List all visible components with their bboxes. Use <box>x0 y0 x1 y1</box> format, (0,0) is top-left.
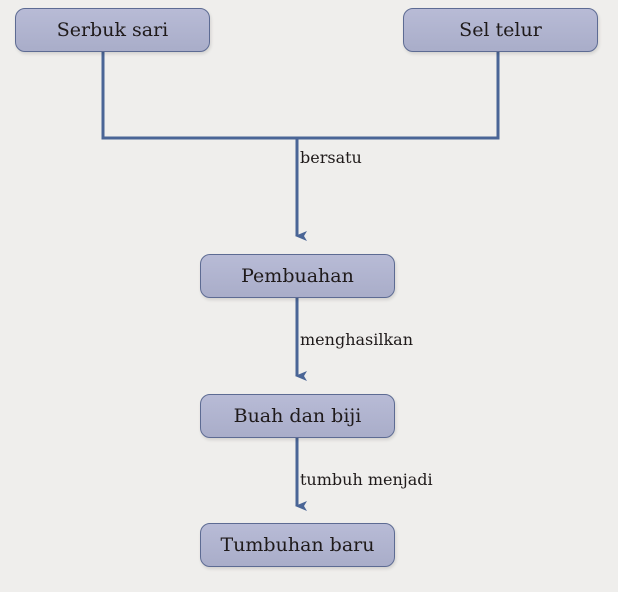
node-pembuahan: Pembuahan <box>200 254 395 298</box>
edge-label-tumbuh-menjadi: tumbuh menjadi <box>300 470 433 489</box>
node-label: Pembuahan <box>241 265 354 287</box>
node-label: Serbuk sari <box>56 19 169 41</box>
node-label: Buah dan biji <box>233 405 362 427</box>
node-label: Sel telur <box>459 19 542 41</box>
edge-label-menghasilkan: menghasilkan <box>300 330 414 349</box>
node-label: Tumbuhan baru <box>220 534 375 556</box>
node-tumbuhan-baru: Tumbuhan baru <box>200 523 395 567</box>
node-sel-telur: Sel telur <box>403 8 598 52</box>
node-buah-dan-biji: Buah dan biji <box>200 394 395 438</box>
edge-label-bersatu: bersatu <box>300 148 362 167</box>
node-serbuk-sari: Serbuk sari <box>15 8 210 52</box>
